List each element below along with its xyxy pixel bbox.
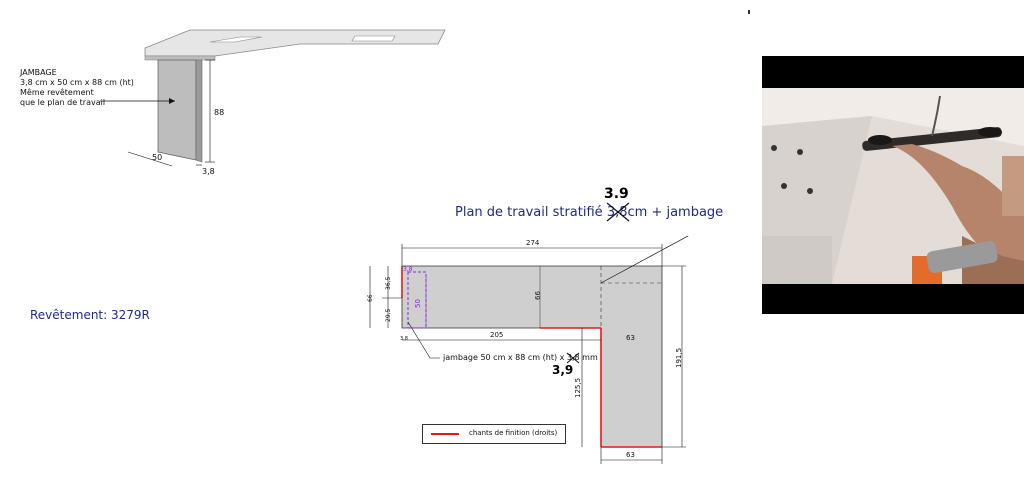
plan-view-drawing: 50 3,8 274 36,5 66 29,5 3,8 66 205 63 19… (367, 236, 689, 464)
jamb-label-line3: Même revêtement (20, 88, 94, 97)
legend-box: chants de finition (droits) (422, 424, 566, 444)
dim-total-width: 274 (526, 239, 540, 247)
legend-swatch (431, 433, 459, 435)
jamb-note-correction: 3,9 (552, 363, 574, 377)
revetement-label: Revêtement: 3279R (30, 308, 150, 322)
plan-title-prefix: Plan de travail stratifié (455, 205, 607, 220)
jamb-leg-edge (195, 59, 203, 163)
dim-jamb-marker: 3,8 (403, 266, 413, 273)
dim-tiny-left: 3,8 (400, 336, 408, 342)
jamb-leg-face (157, 59, 197, 161)
stray-mark (748, 10, 750, 14)
plan-title: Plan de travail stratifié 3,8cm + jambag… (455, 202, 724, 222)
jamb-note-leader (407, 321, 440, 359)
plan-title-suffix: cm + jambage (627, 205, 724, 220)
jamb-label-title: JAMBAGE (20, 68, 57, 77)
worktop-sink-cutout-1 (209, 36, 263, 43)
jamb-label-line4: que le plan de travail (20, 98, 106, 107)
jamb-note-struck: 3,8 (566, 352, 580, 364)
legend-label: chants de finition (droits) (469, 429, 558, 437)
dim-left-top: 36,5 (385, 276, 392, 290)
iso-dim-thickness: 3,8 (202, 167, 215, 176)
photo-scene (762, 56, 1024, 314)
dim-right-total-height: 191,5 (675, 348, 683, 368)
jamb-label: JAMBAGE 3,8 cm x 50 cm x 88 cm (ht) Même… (20, 68, 134, 108)
worktop-sink-cutout-2 (351, 35, 396, 42)
dim-left-bottom: 29,5 (385, 308, 392, 322)
jamb-note: jambage 50 cm x 88 cm (ht) x 3,8 mm (443, 352, 598, 364)
dim-right-width-top: 63 (626, 334, 635, 342)
plan-title-struck: 3,8 (606, 202, 630, 222)
dim-right-width-bottom: 63 (626, 451, 635, 459)
photo-leader-line (600, 236, 689, 284)
dim-inner-depth: 66 (534, 291, 542, 300)
isometric-worktop-drawing: 88 50 3,8 (100, 29, 446, 176)
worktop-slab-top (144, 29, 446, 57)
installation-photo (762, 56, 1024, 314)
iso-dim-depth: 50 (152, 153, 162, 162)
dim-return-height: 125,5 (574, 378, 582, 398)
dim-left-height: 66 (367, 294, 374, 302)
worktop-slab-edge (144, 55, 216, 61)
plan-title-correction: 3.9 (604, 186, 629, 202)
jamb-label-dims: 3,8 cm x 50 cm x 88 cm (ht) (20, 78, 134, 87)
iso-dim-height: 88 (214, 108, 224, 117)
dim-jamb-width: 50 (414, 299, 422, 308)
dim-bottom-run: 205 (490, 331, 503, 339)
